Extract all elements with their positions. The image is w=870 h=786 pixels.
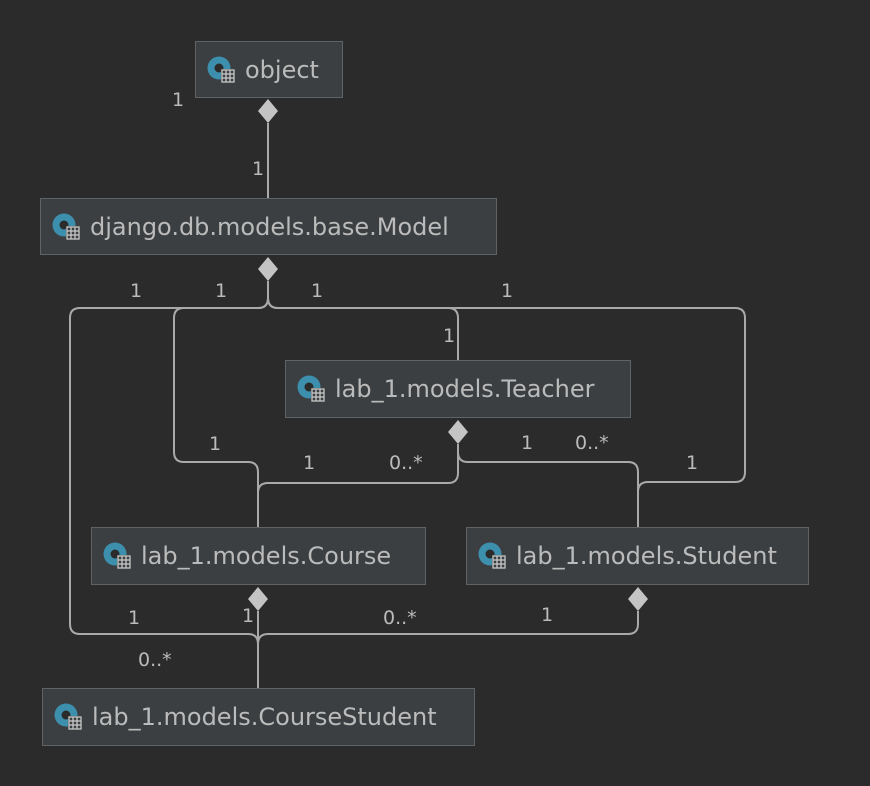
edge-teacher-student: [457, 444, 639, 527]
multiplicity-label: 1: [303, 452, 316, 474]
edge-student-coursestudent: [257, 611, 639, 688]
multiplicity-label: 1: [209, 433, 222, 455]
multiplicity-label: 1: [130, 280, 143, 302]
class-node-object[interactable]: object: [195, 41, 343, 98]
multiplicity-label: 1: [242, 605, 255, 627]
class-node-course[interactable]: lab_1.models.Course: [91, 527, 426, 585]
multiplicity-label: 0..*: [575, 432, 609, 454]
class-name: lab_1.models.CourseStudent: [92, 703, 437, 731]
class-name: lab_1.models.Course: [141, 542, 392, 570]
edge-teacher-course: [257, 444, 459, 527]
class-node-teacher[interactable]: lab_1.models.Teacher: [285, 360, 631, 418]
composition-diamond-teacher: [448, 420, 468, 444]
class-node-student[interactable]: lab_1.models.Student: [466, 527, 809, 585]
edge-model-teacher: [267, 281, 459, 360]
multiplicity-label: 1: [686, 452, 699, 474]
edge-model-course: [173, 281, 269, 527]
multiplicity-label: 1: [252, 158, 265, 180]
class-node-coursestudent[interactable]: lab_1.models.CourseStudent: [42, 688, 475, 746]
class-name: object: [245, 55, 319, 84]
python-class-icon: [478, 542, 506, 569]
python-class-icon: [52, 213, 80, 240]
class-name: lab_1.models.Teacher: [335, 375, 595, 403]
composition-diamond-object: [258, 99, 278, 123]
multiplicity-label: 0..*: [138, 649, 172, 671]
multiplicity-label: 0..*: [383, 607, 417, 629]
python-class-icon: [103, 542, 131, 569]
composition-diamond-student: [628, 587, 648, 611]
python-class-icon: [297, 375, 325, 402]
edge-model-coursestudent: [69, 281, 269, 688]
class-node-model[interactable]: django.db.models.base.Model: [40, 198, 497, 255]
python-class-icon: [54, 703, 82, 730]
multiplicity-label: 1: [501, 280, 514, 302]
multiplicity-label: 1: [521, 432, 534, 454]
multiplicity-label: 1: [172, 89, 185, 111]
edge-model-student: [267, 281, 746, 527]
class-name: lab_1.models.Student: [516, 542, 777, 570]
multiplicity-label: 1: [311, 280, 324, 302]
multiplicity-label: 1: [128, 607, 141, 629]
class-name: django.db.models.base.Model: [90, 212, 449, 241]
multiplicity-label: 1: [541, 604, 554, 626]
composition-diamond-model: [258, 257, 278, 281]
python-class-icon: [207, 56, 235, 83]
multiplicity-label: 1: [443, 325, 456, 347]
composition-diamond-course: [248, 587, 268, 611]
multiplicity-label: 1: [215, 280, 228, 302]
multiplicity-label: 0..*: [389, 452, 423, 474]
